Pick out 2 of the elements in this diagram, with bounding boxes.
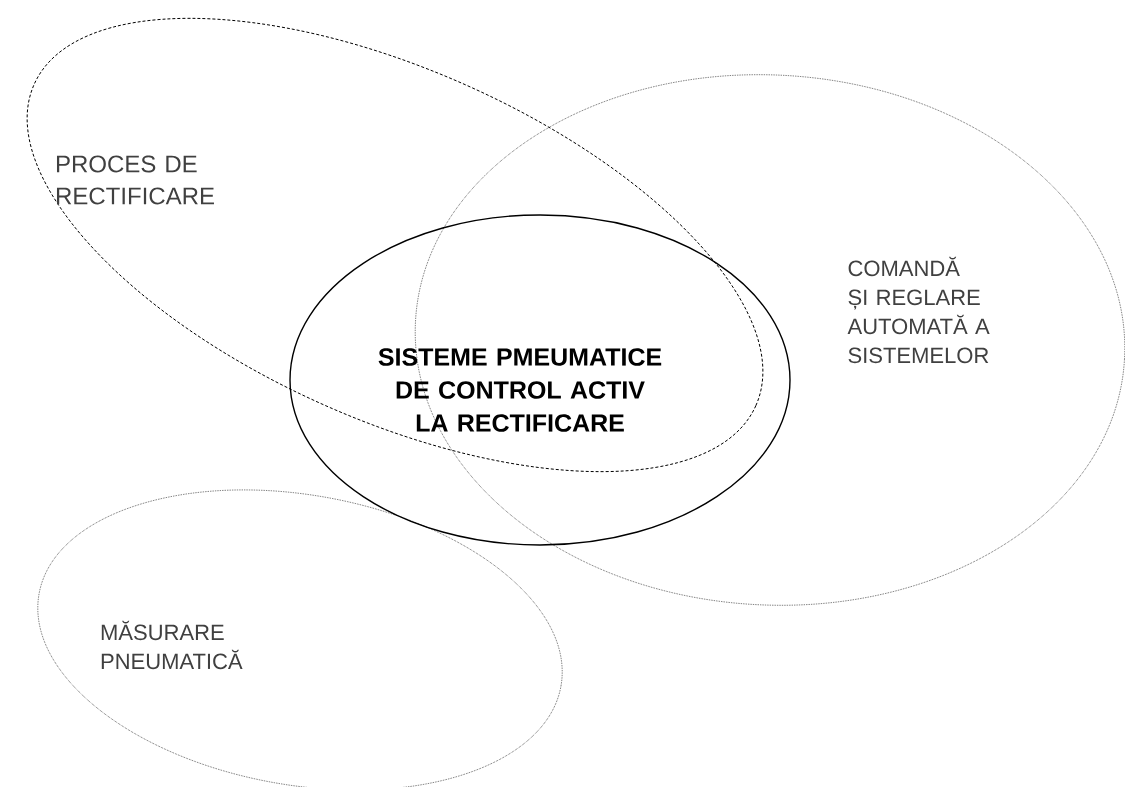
ellipse-region: SISTEME PMEUMATICE DE CONTROL ACTIV LA RECTIFICARE (289, 214, 791, 546)
ellipse-region: MĂSURARE PNEUMATICĂ (37, 489, 563, 787)
